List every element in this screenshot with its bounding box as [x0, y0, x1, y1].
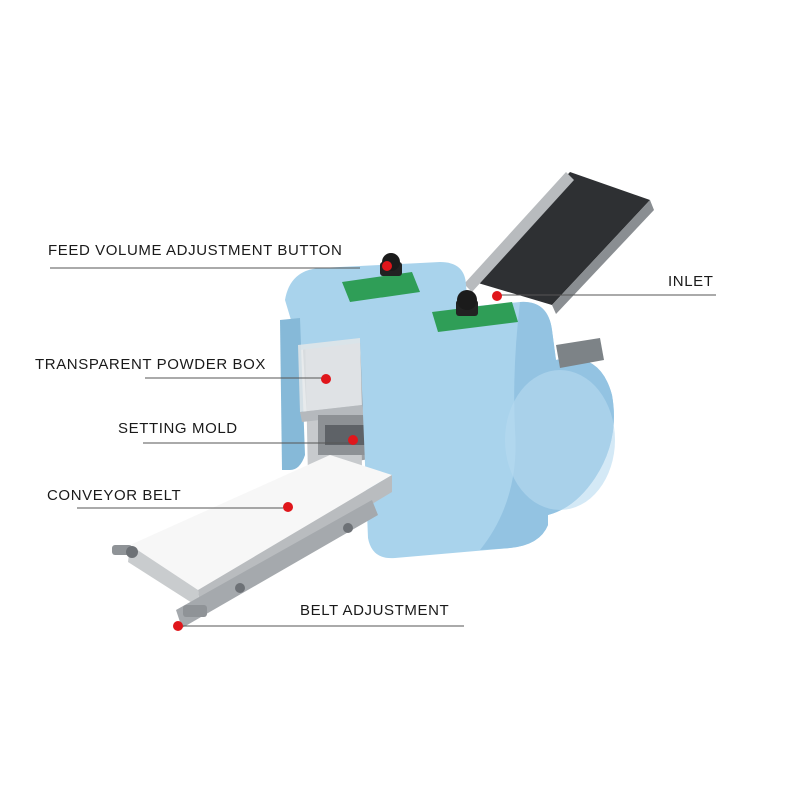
left-control-panel — [342, 253, 420, 302]
marker-dot-setting-mold — [348, 435, 358, 445]
label-transparent-powder-box: TRANSPARENT POWDER BOX — [35, 356, 267, 373]
marker-dot-conveyor-belt — [283, 502, 293, 512]
marker-dot-feed-volume-adjustment-button — [382, 261, 392, 271]
label-setting-mold: SETTING MOLD — [118, 420, 238, 437]
label-conveyor-belt: CONVEYOR BELT — [47, 487, 182, 504]
label-inlet: INLET — [668, 273, 714, 290]
label-feed-volume-adjustment-button: FEED VOLUME ADJUSTMENT BUTTON — [48, 242, 343, 259]
front-control-panel — [432, 290, 518, 332]
marker-dot-transparent-powder-box — [321, 374, 331, 384]
powder-box — [298, 338, 364, 422]
inlet-hopper — [464, 172, 654, 314]
conveyor-assembly — [112, 455, 392, 628]
marker-dot-belt-adjustment — [173, 621, 183, 631]
marker-dot-inlet — [492, 291, 502, 301]
label-belt-adjustment: BELT ADJUSTMENT — [300, 602, 450, 619]
main-housing — [360, 301, 615, 559]
